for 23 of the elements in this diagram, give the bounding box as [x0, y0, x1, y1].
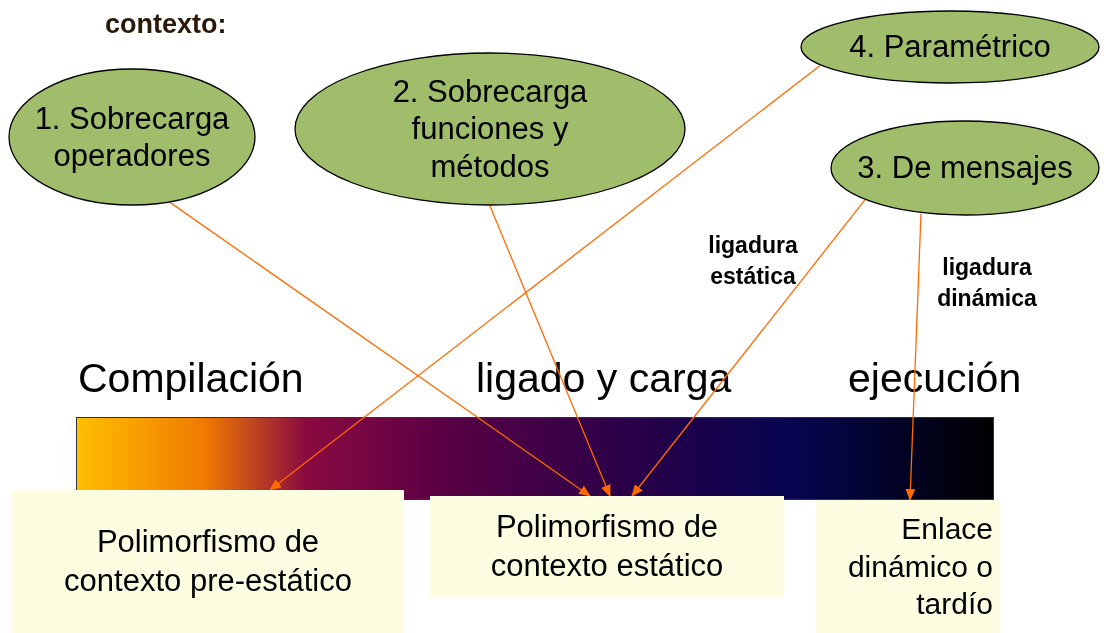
node-text: 1. Sobrecarga operadores — [33, 99, 231, 175]
ellipse-node — [800, 10, 1100, 84]
node-text: Polimorfismo de contexto estático — [489, 508, 725, 585]
edge-label: ligadura estática — [707, 231, 799, 292]
node-text: Polimorfismo de contexto pre-estático — [63, 522, 353, 600]
text-box — [430, 496, 784, 598]
label-text: contexto: — [105, 8, 227, 41]
text-box — [816, 500, 1000, 633]
arrow — [489, 205, 611, 497]
text-box — [12, 490, 404, 633]
edge-label: ligadura dinámica — [936, 253, 1038, 314]
label-text: Compilación — [78, 354, 304, 403]
node-text: 3. De mensajes — [856, 149, 1074, 187]
node-text: Enlace dinámico o tardío — [846, 511, 993, 623]
ellipse-node — [830, 120, 1100, 216]
arrow — [169, 201, 591, 497]
node-text: 4. Paramétrico — [848, 28, 1052, 66]
ellipse-node — [294, 52, 686, 206]
arrow — [269, 64, 821, 491]
ellipse-node — [8, 68, 256, 206]
arrow — [631, 199, 866, 497]
arrow — [905, 212, 922, 501]
node-text: 2. Sobrecarga funciones y métodos — [391, 73, 589, 185]
